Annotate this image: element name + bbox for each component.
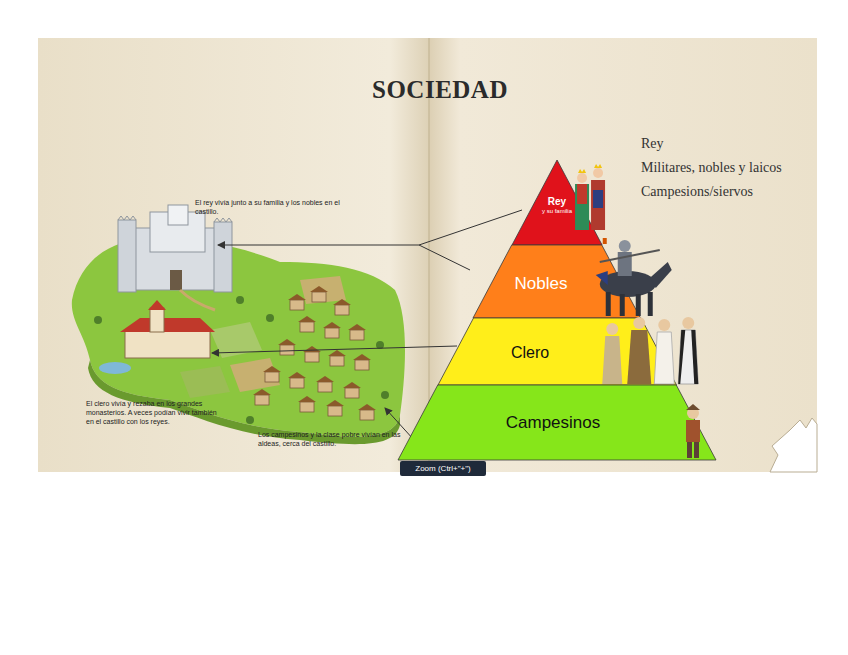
caption-note: Los campesinos y la clase pobre vivían e…: [258, 430, 408, 448]
band-content: Nobles: [473, 245, 640, 318]
legend-text: Rey: [641, 136, 664, 152]
band-label: Campesinos: [506, 413, 601, 433]
band-sublabel: y su familia: [542, 207, 572, 215]
caption-note: El clero vivía y rezaba en los grandes m…: [86, 399, 226, 426]
band-content: Reyy su familia: [512, 160, 602, 245]
band-shape: [438, 318, 677, 385]
pyramid-band: Nobles: [473, 245, 640, 318]
band-content: Clero: [438, 318, 677, 385]
pyramid-band: Reyy su familia: [512, 160, 602, 245]
pyramid-band: Clero: [438, 318, 677, 385]
legend-text: Campesions/siervos: [641, 184, 753, 200]
legend-text: Militares, nobles y laicos: [641, 160, 782, 176]
caption-note: El rey vivía junto a su familia y los no…: [195, 198, 345, 216]
pyramid-band: Campesinos: [398, 385, 716, 460]
title: SOCIEDAD: [0, 76, 848, 104]
band-label: Rey: [548, 196, 566, 207]
band-label: Nobles: [515, 274, 568, 294]
band-label: Clero: [511, 343, 549, 362]
band-content: Campesinos: [398, 385, 716, 460]
tooltip-text: Zoom (Ctrl+"+"): [402, 463, 484, 474]
